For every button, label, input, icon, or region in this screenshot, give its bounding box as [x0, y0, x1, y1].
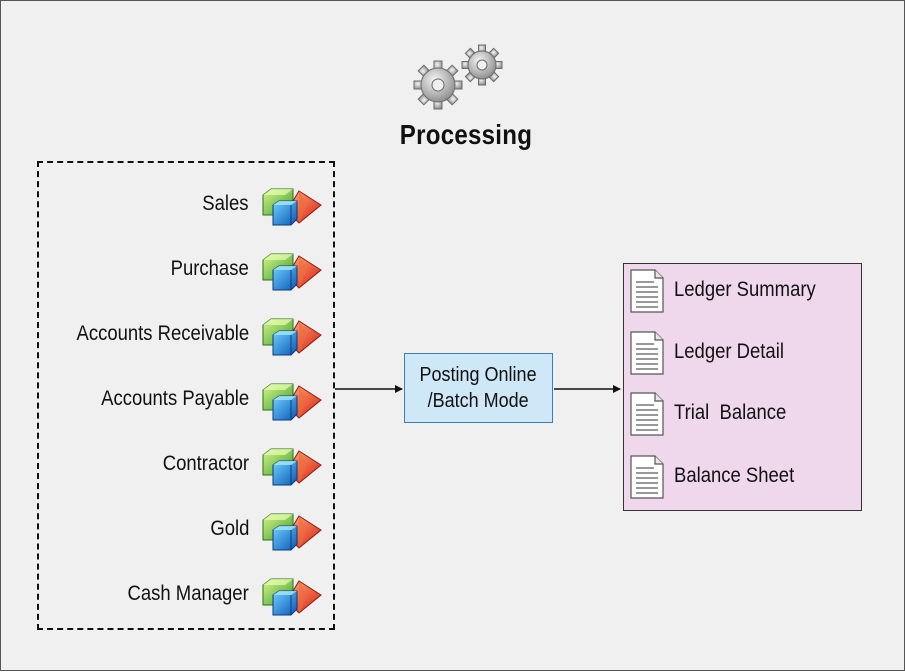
module-label: Accounts Payable [101, 387, 249, 410]
modules-cubes-icon [262, 188, 322, 226]
module-label: Gold [209, 517, 249, 540]
document-icon [630, 331, 664, 375]
modules-cubes-icon [262, 578, 322, 616]
report-item-ledger-summary: Ledger Summary [628, 268, 858, 314]
gears-icon [413, 44, 503, 110]
module-item-accounts-receivable: Accounts Receivable [1, 313, 331, 357]
module-item-sales: Sales [1, 183, 331, 227]
document-icon [630, 269, 664, 313]
report-item-trial-balance: Trial Balance [628, 391, 858, 437]
report-item-balance-sheet: Balance Sheet [628, 454, 858, 500]
module-item-contractor: Contractor [1, 443, 331, 487]
module-item-accounts-payable: Accounts Payable [1, 378, 331, 422]
modules-cubes-icon [262, 448, 322, 486]
module-label: Sales [202, 192, 249, 215]
report-label: Ledger Detail [674, 340, 784, 363]
diagram-title: Processing [399, 119, 533, 150]
posting-line-2: /Batch Mode [427, 390, 530, 412]
report-label: Trial Balance [674, 401, 787, 424]
modules-group [37, 161, 335, 630]
module-label: Contractor [162, 452, 249, 475]
report-item-ledger-detail: Ledger Detail [628, 330, 858, 376]
modules-cubes-icon [262, 513, 322, 551]
module-label: Accounts Receivable [76, 322, 249, 345]
module-item-gold: Gold [1, 508, 331, 552]
module-item-cash-manager: Cash Manager [1, 573, 331, 617]
report-label: Ledger Summary [674, 278, 816, 301]
document-icon [630, 455, 664, 499]
modules-cubes-icon [262, 253, 322, 291]
posting-line-1: Posting Online [419, 364, 538, 386]
modules-cubes-icon [262, 383, 322, 421]
module-item-purchase: Purchase [1, 248, 331, 292]
document-icon [630, 392, 664, 436]
module-label: Purchase [170, 257, 249, 280]
reports-group: Ledger Summary Ledger Detail Trial Balan… [623, 263, 862, 511]
modules-cubes-icon [262, 318, 322, 356]
report-label: Balance Sheet [674, 464, 795, 487]
posting-mode-box: Posting Online /Batch Mode [404, 353, 553, 423]
module-label: Cash Manager [127, 582, 249, 605]
